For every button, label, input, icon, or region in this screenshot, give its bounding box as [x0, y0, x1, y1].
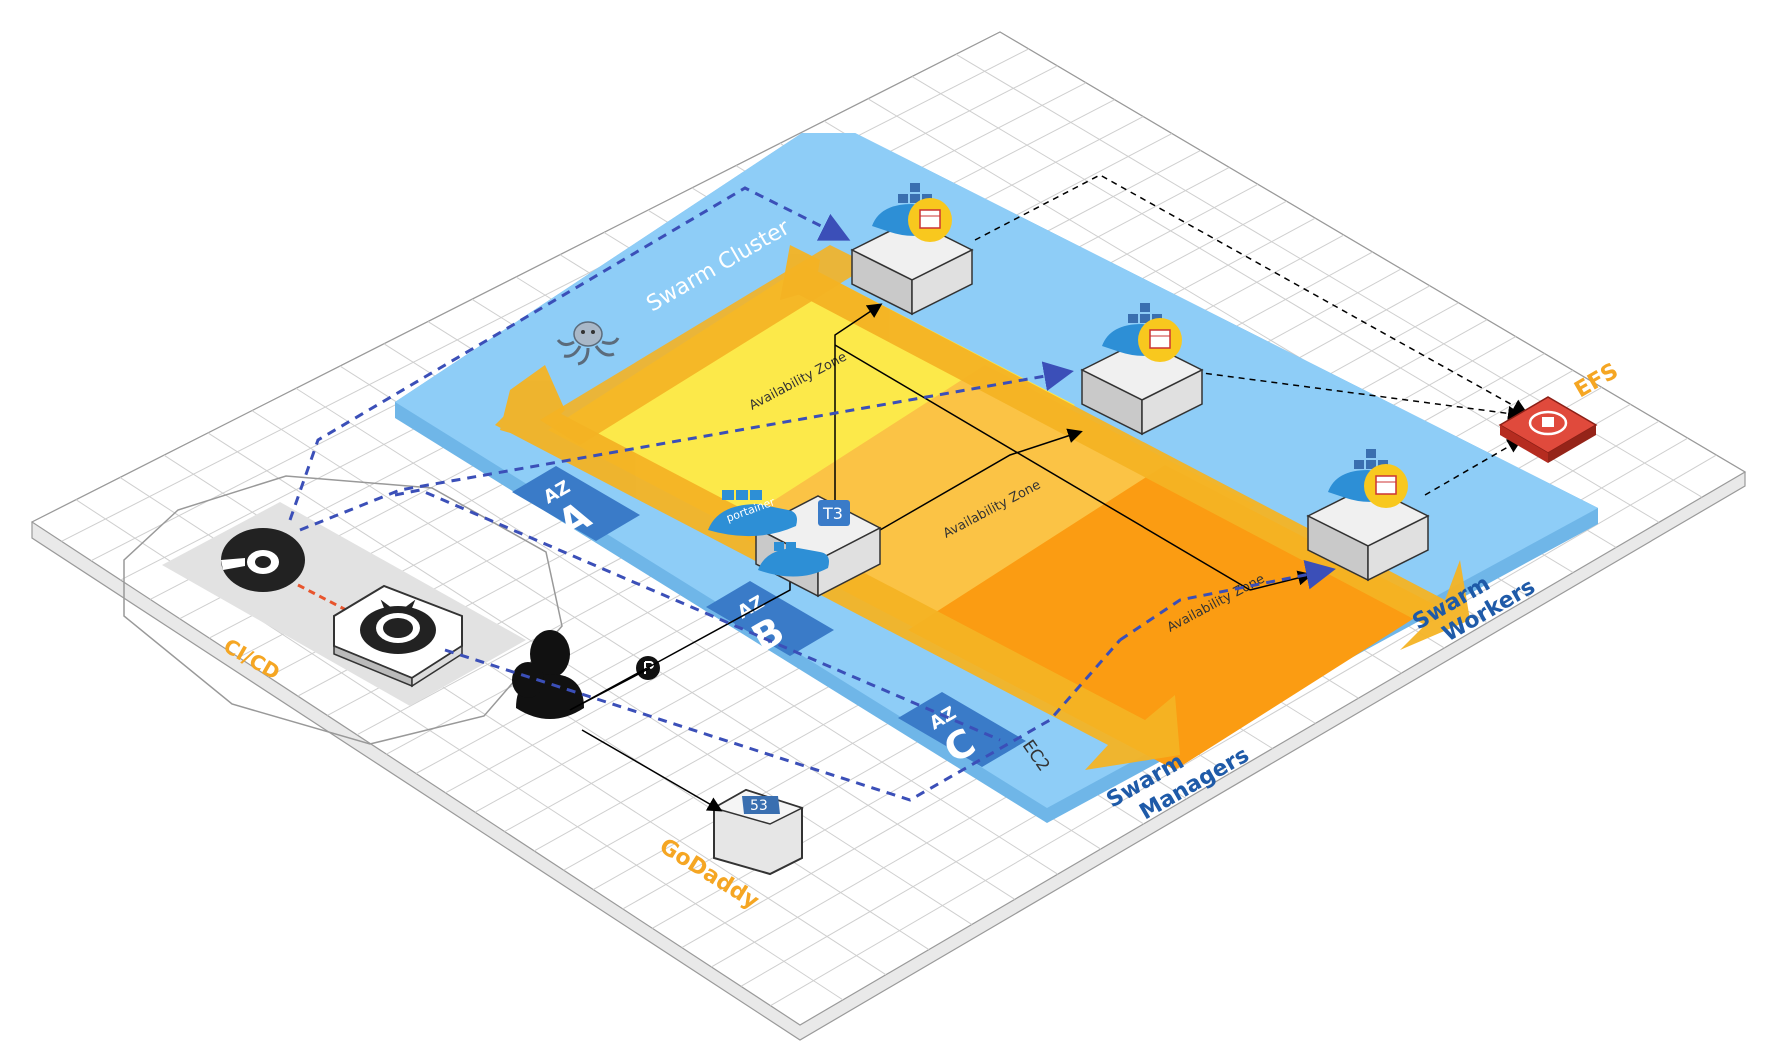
traefik-icon: [758, 542, 829, 577]
grid-line: [61, 48, 1029, 542]
circleci-icon[interactable]: [221, 528, 305, 592]
efs-connectors: [974, 174, 1528, 496]
solid-connectors: [569, 303, 1313, 812]
cicd-link: [297, 583, 351, 614]
octopus-icon: [556, 321, 620, 366]
route53-icon[interactable]: 53: [712, 788, 804, 876]
dashed-blue-connectors: [288, 186, 1336, 802]
worker-node-b[interactable]: [1080, 303, 1204, 436]
worker-node-c[interactable]: [1306, 449, 1430, 582]
manager-node-t3[interactable]: T3 portainer: [708, 490, 882, 598]
instance-type-label: T3: [822, 504, 843, 523]
portainer-icon: portainer: [708, 490, 797, 537]
az-a-badge: AZ A: [512, 466, 640, 546]
cross-band: [540, 245, 870, 445]
efs-icon[interactable]: [1498, 396, 1598, 463]
route53-number: 53: [750, 798, 768, 814]
github-icon[interactable]: [333, 584, 463, 688]
user-icon[interactable]: [512, 630, 584, 719]
worker-node-a[interactable]: [850, 183, 974, 316]
grid-line: [770, 454, 1717, 1007]
